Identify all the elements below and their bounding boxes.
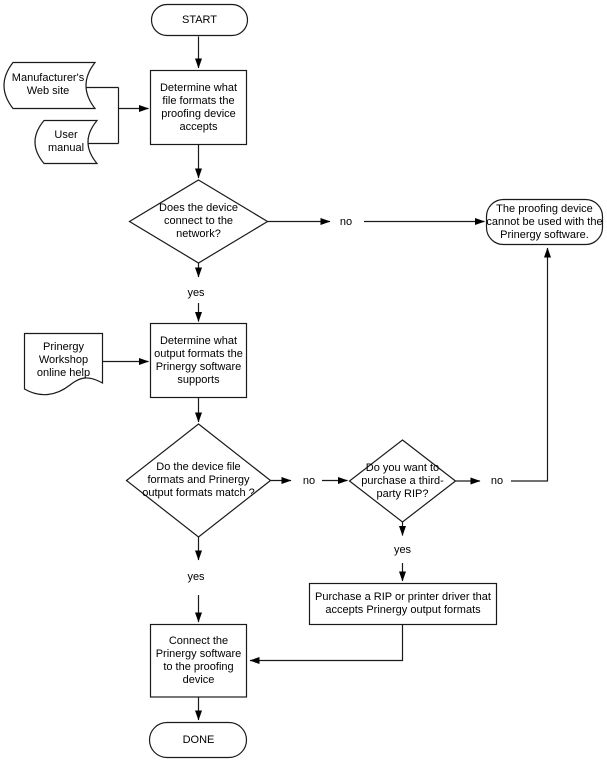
rip-yes-label: yes <box>393 544 412 556</box>
formats-match-decision-diamond <box>125 423 272 538</box>
done-terminator-shape <box>148 721 248 759</box>
purchase-rip-label: Purchase a RIP or printer driver that ac… <box>315 591 491 616</box>
prinergy-help-document-shape <box>23 332 104 396</box>
purchase-rip-process-shape <box>308 582 498 626</box>
connect-software-label: Connect the Prinergy software to the pro… <box>155 634 242 686</box>
cannot-use-terminator-shape <box>485 198 604 246</box>
done-label: DONE <box>182 733 215 746</box>
manufacturer-website-label: Manufacturer's Web site <box>11 72 85 97</box>
user-manual-source-shape <box>34 119 99 165</box>
network-decision-label: Does the device connect to the network? <box>159 202 238 240</box>
connect-software-process-shape <box>149 623 248 698</box>
third-party-rip-decision-label: Do you want to purchase a third- party R… <box>361 461 444 500</box>
determine-output-formats-process-shape <box>149 322 248 399</box>
third-party-rip-decision-diamond <box>348 439 457 523</box>
match-yes-label: yes <box>187 570 205 583</box>
network-yes-label: yes <box>187 286 205 299</box>
match-no-label: no <box>302 474 316 487</box>
determine-file-formats-process-shape <box>149 69 248 146</box>
formats-match-decision-label: Do the device file formats and Prinergy … <box>142 461 255 499</box>
edge-no-to-cannot-use-up <box>511 247 551 482</box>
edge-sources-junction <box>84 86 120 145</box>
prinergy-help-label: Prinergy Workshop online help <box>36 340 91 379</box>
rip-no-label: no <box>490 474 504 487</box>
edge-purchase-to-connect <box>249 624 404 664</box>
network-no-label: no <box>339 215 353 228</box>
start-terminator-shape <box>150 3 249 37</box>
cannot-use-label: The proofing device cannot be used with … <box>486 202 603 241</box>
determine-output-formats-label: Determine what output formats the Priner… <box>154 334 243 386</box>
manufacturer-website-source-shape <box>3 61 97 110</box>
start-label: START <box>181 14 218 26</box>
determine-file-formats-label: Determine what file formats the proofing… <box>159 81 238 133</box>
network-decision-diamond <box>128 179 269 264</box>
user-manual-label: User manual <box>47 129 85 154</box>
